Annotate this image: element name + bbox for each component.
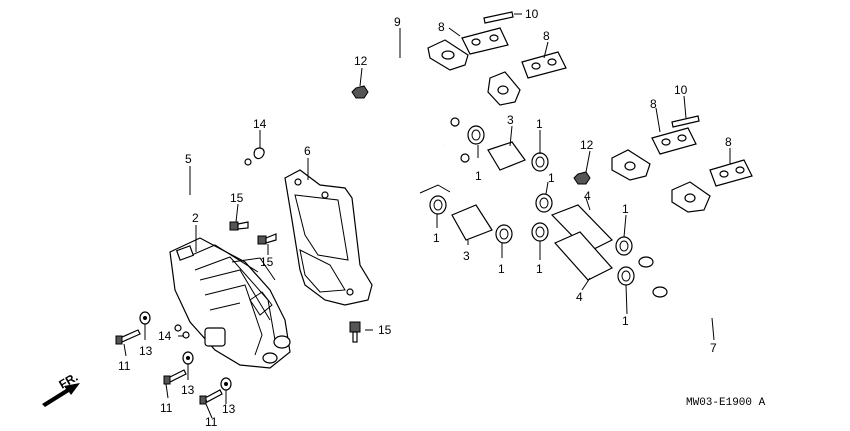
callout-11-b: 11: [160, 401, 173, 415]
joint-hose-part-3-b: [451, 204, 493, 241]
nut-part-12-a: [351, 85, 369, 99]
mounting-plate-part-6: [284, 169, 373, 306]
bolt-part-15-c: [349, 321, 361, 343]
callout-1-b: 1: [536, 117, 543, 131]
bolt-part-15-a: [229, 221, 249, 231]
callout-3-a: 3: [507, 113, 514, 127]
callout-13-a: 13: [139, 344, 153, 358]
callout-4-b: 4: [576, 290, 583, 304]
callout-8-a: 8: [438, 20, 445, 34]
nut-part-12-b: [573, 171, 591, 185]
callout-10-b: 10: [674, 83, 688, 97]
callout-1-h: 1: [622, 314, 629, 328]
callout-11-a: 11: [118, 359, 131, 373]
gasket-part-8-b: [521, 51, 567, 79]
callout-5: 5: [185, 152, 192, 166]
clamp-part-1-a: [467, 125, 485, 145]
clamp-part-1-g: [615, 236, 633, 256]
leader-lines: [123, 13, 731, 419]
gasket-part-8-a: [461, 27, 509, 55]
bolt-part-15-b: [257, 233, 277, 245]
clip-part-14-b: [182, 331, 190, 339]
callout-12-a: 12: [354, 54, 368, 68]
callout-10-a: 10: [525, 7, 539, 21]
clamp-part-1-h: [617, 266, 635, 286]
bolt-part-11-c: [199, 389, 223, 405]
callout-8-d: 8: [725, 135, 732, 149]
callout-13-c: 13: [222, 402, 236, 416]
bolt-part-11-a: [115, 329, 141, 345]
callout-13-b: 13: [181, 383, 195, 397]
washer-part-13-c: [220, 377, 232, 391]
callout-1-f: 1: [536, 262, 543, 276]
clip-part-14-a: [253, 147, 265, 160]
clamp-part-1-c: [429, 195, 447, 215]
front-label: FR.: [57, 370, 81, 392]
callout-1-e: 1: [548, 171, 555, 185]
clamp-part-1-b: [531, 152, 549, 172]
callout-12-b: 12: [580, 138, 594, 152]
callout-9: 9: [394, 15, 401, 29]
callout-3-b: 3: [463, 249, 470, 263]
clamp-part-1-e: [535, 193, 553, 213]
joint-hose-part-3-a: [487, 141, 526, 171]
gasket-part-8-c: [651, 127, 697, 155]
washer-part-13-b: [182, 351, 194, 365]
stud-part-10-b: [671, 115, 700, 128]
valve-body-part-2: [169, 237, 291, 369]
callout-labels: 1 1 1 1 1 1 1 1 2 3 3 4 4 5 6 7 8 8 8 8 …: [118, 7, 732, 429]
callout-15-b: 15: [260, 255, 274, 269]
pipe-part-7: [611, 149, 748, 320]
pipe-part-9: [393, 39, 521, 163]
callout-1-d: 1: [498, 262, 505, 276]
callout-7: 7: [710, 341, 717, 355]
gasket-part-8-d: [709, 159, 753, 187]
front-direction-arrow: [42, 383, 80, 407]
hose-part-5: [108, 158, 252, 332]
clamp-part-1-f: [531, 222, 549, 242]
callout-4-a: 4: [584, 189, 591, 203]
callout-2: 2: [192, 211, 199, 225]
callout-15-c: 15: [378, 323, 392, 337]
bolt-part-11-b: [163, 369, 187, 385]
callout-14-b: 14: [158, 329, 172, 343]
callout-8-b: 8: [543, 29, 550, 43]
washer-part-13-a: [139, 311, 151, 325]
callout-14-a: 14: [253, 117, 267, 131]
callout-8-c: 8: [650, 97, 657, 111]
callout-6: 6: [304, 144, 311, 158]
callout-1-g: 1: [622, 202, 629, 216]
callout-11-c: 11: [205, 415, 218, 429]
joint-hose-part-4-b: [554, 231, 613, 281]
clamp-part-1-d: [495, 224, 513, 244]
diagram-code: MW03-E1900 A: [686, 397, 766, 409]
stud-part-10-a: [483, 11, 514, 24]
callout-15-a: 15: [230, 191, 244, 205]
callout-1-c: 1: [433, 231, 440, 245]
callout-1-a: 1: [475, 169, 482, 183]
